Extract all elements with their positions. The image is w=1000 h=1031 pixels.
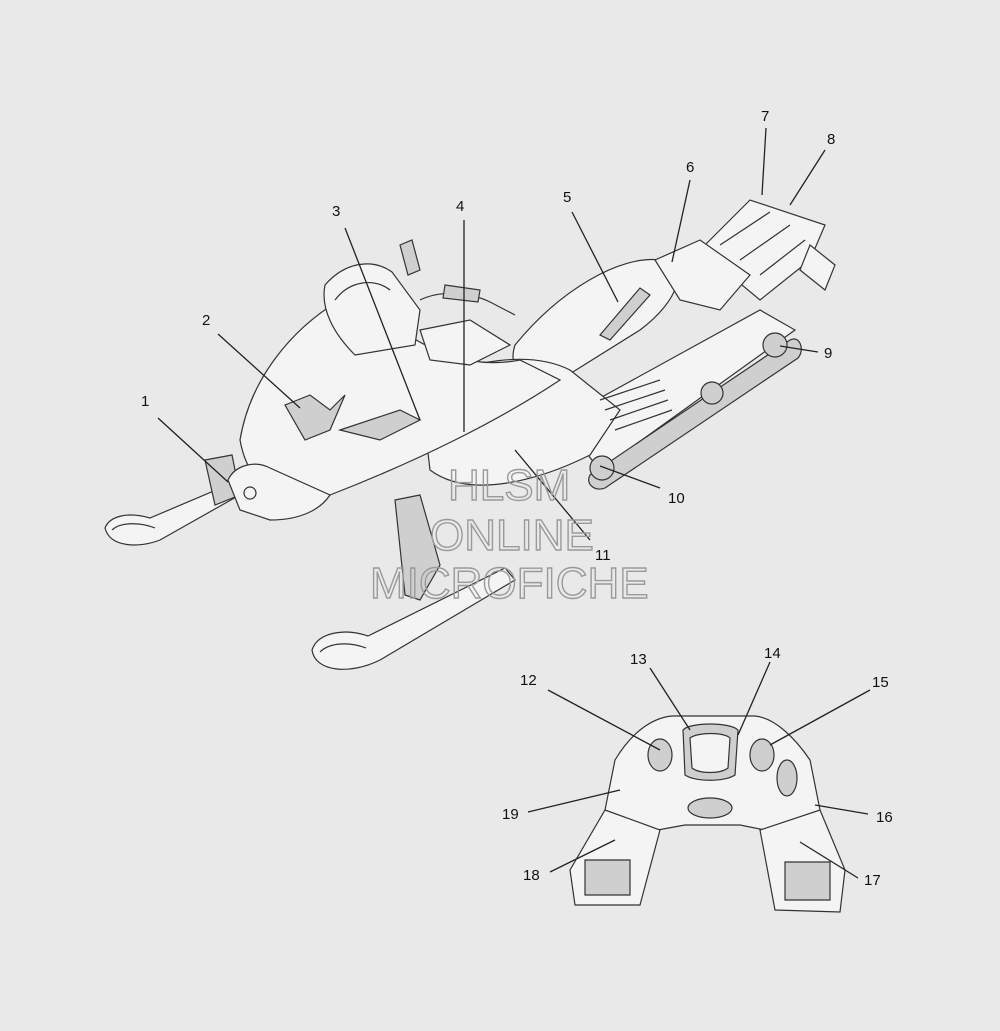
hood-right-light — [776, 759, 798, 797]
callout-5: 5 — [563, 189, 571, 206]
callout-7: 7 — [761, 108, 769, 125]
leader-12 — [547, 689, 661, 751]
leader-15 — [769, 689, 871, 746]
right-ski — [311, 567, 516, 670]
leader-11 — [514, 449, 591, 541]
callout-10: 10 — [668, 490, 685, 507]
watermark-line-3: MICROFICHE — [370, 559, 649, 608]
leader-9 — [779, 345, 819, 353]
hood-detail-illustration — [569, 715, 846, 913]
headlight — [243, 486, 257, 500]
watermark-line-1: HLSM — [448, 461, 570, 510]
bogie-wheel-2 — [700, 381, 724, 405]
callout-17: 17 — [864, 872, 881, 889]
leader-5 — [571, 211, 619, 303]
console — [419, 319, 512, 366]
leader-1 — [157, 417, 229, 483]
windshield — [323, 263, 421, 356]
leader-10 — [599, 465, 661, 489]
leader-17 — [799, 841, 859, 879]
leader-7 — [761, 127, 767, 196]
callout-3: 3 — [332, 203, 340, 220]
callout-1: 1 — [141, 393, 149, 410]
windshield-edge — [334, 282, 391, 301]
leader-13 — [649, 667, 691, 731]
leader-16 — [814, 804, 869, 815]
callout-2: 2 — [202, 312, 210, 329]
callout-11: 11 — [595, 547, 611, 564]
callout-16: 16 — [876, 809, 893, 826]
left-ski-tip — [111, 523, 156, 531]
callout-6: 6 — [686, 159, 694, 176]
callout-18: 18 — [523, 867, 540, 884]
hood-headlight — [687, 797, 733, 819]
bogie-wheel-1 — [589, 455, 615, 481]
callout-9: 9 — [824, 345, 832, 362]
callout-leaders — [157, 127, 871, 879]
callout-19: 19 — [502, 806, 519, 823]
hood-left-foot — [584, 859, 631, 896]
right-ski-tip — [319, 643, 367, 653]
leader-8 — [789, 149, 826, 206]
leader-6 — [671, 179, 691, 263]
nose — [227, 463, 331, 521]
rack-slats — [719, 211, 806, 276]
seat-decal — [599, 287, 651, 341]
leader-3 — [344, 227, 421, 421]
leader-19 — [527, 789, 621, 813]
track — [588, 338, 802, 490]
hood-right-vent — [749, 738, 775, 772]
callout-13: 13 — [630, 651, 647, 668]
snowmobile-illustration — [104, 199, 836, 670]
bogie-wheel-3 — [762, 332, 788, 358]
watermark: HLSM ONLINE MICROFICHE — [369, 460, 649, 608]
rear-flap — [799, 244, 836, 291]
callout-numbers: 1 2 3 4 5 6 7 8 9 10 11 12 13 14 15 16 1… — [141, 108, 893, 889]
handlebar-grip — [442, 284, 481, 303]
leader-2 — [217, 333, 301, 409]
callout-4: 4 — [456, 198, 464, 215]
hood-right-foot — [784, 861, 831, 901]
hood-center-panel — [689, 732, 731, 774]
rear-storage — [654, 239, 751, 311]
side-vents — [599, 379, 673, 431]
mirror-post — [399, 239, 421, 276]
callout-12: 12 — [520, 672, 537, 689]
ski-spindle — [394, 494, 441, 601]
watermark-line-2: ONLINE — [430, 511, 594, 560]
leader-14 — [737, 661, 771, 736]
callout-14: 14 — [764, 645, 781, 662]
hood-left-vent — [647, 738, 673, 772]
leader-18 — [549, 839, 616, 873]
callout-8: 8 — [827, 131, 835, 148]
callout-15: 15 — [872, 674, 889, 691]
hood-graphic — [284, 394, 346, 441]
